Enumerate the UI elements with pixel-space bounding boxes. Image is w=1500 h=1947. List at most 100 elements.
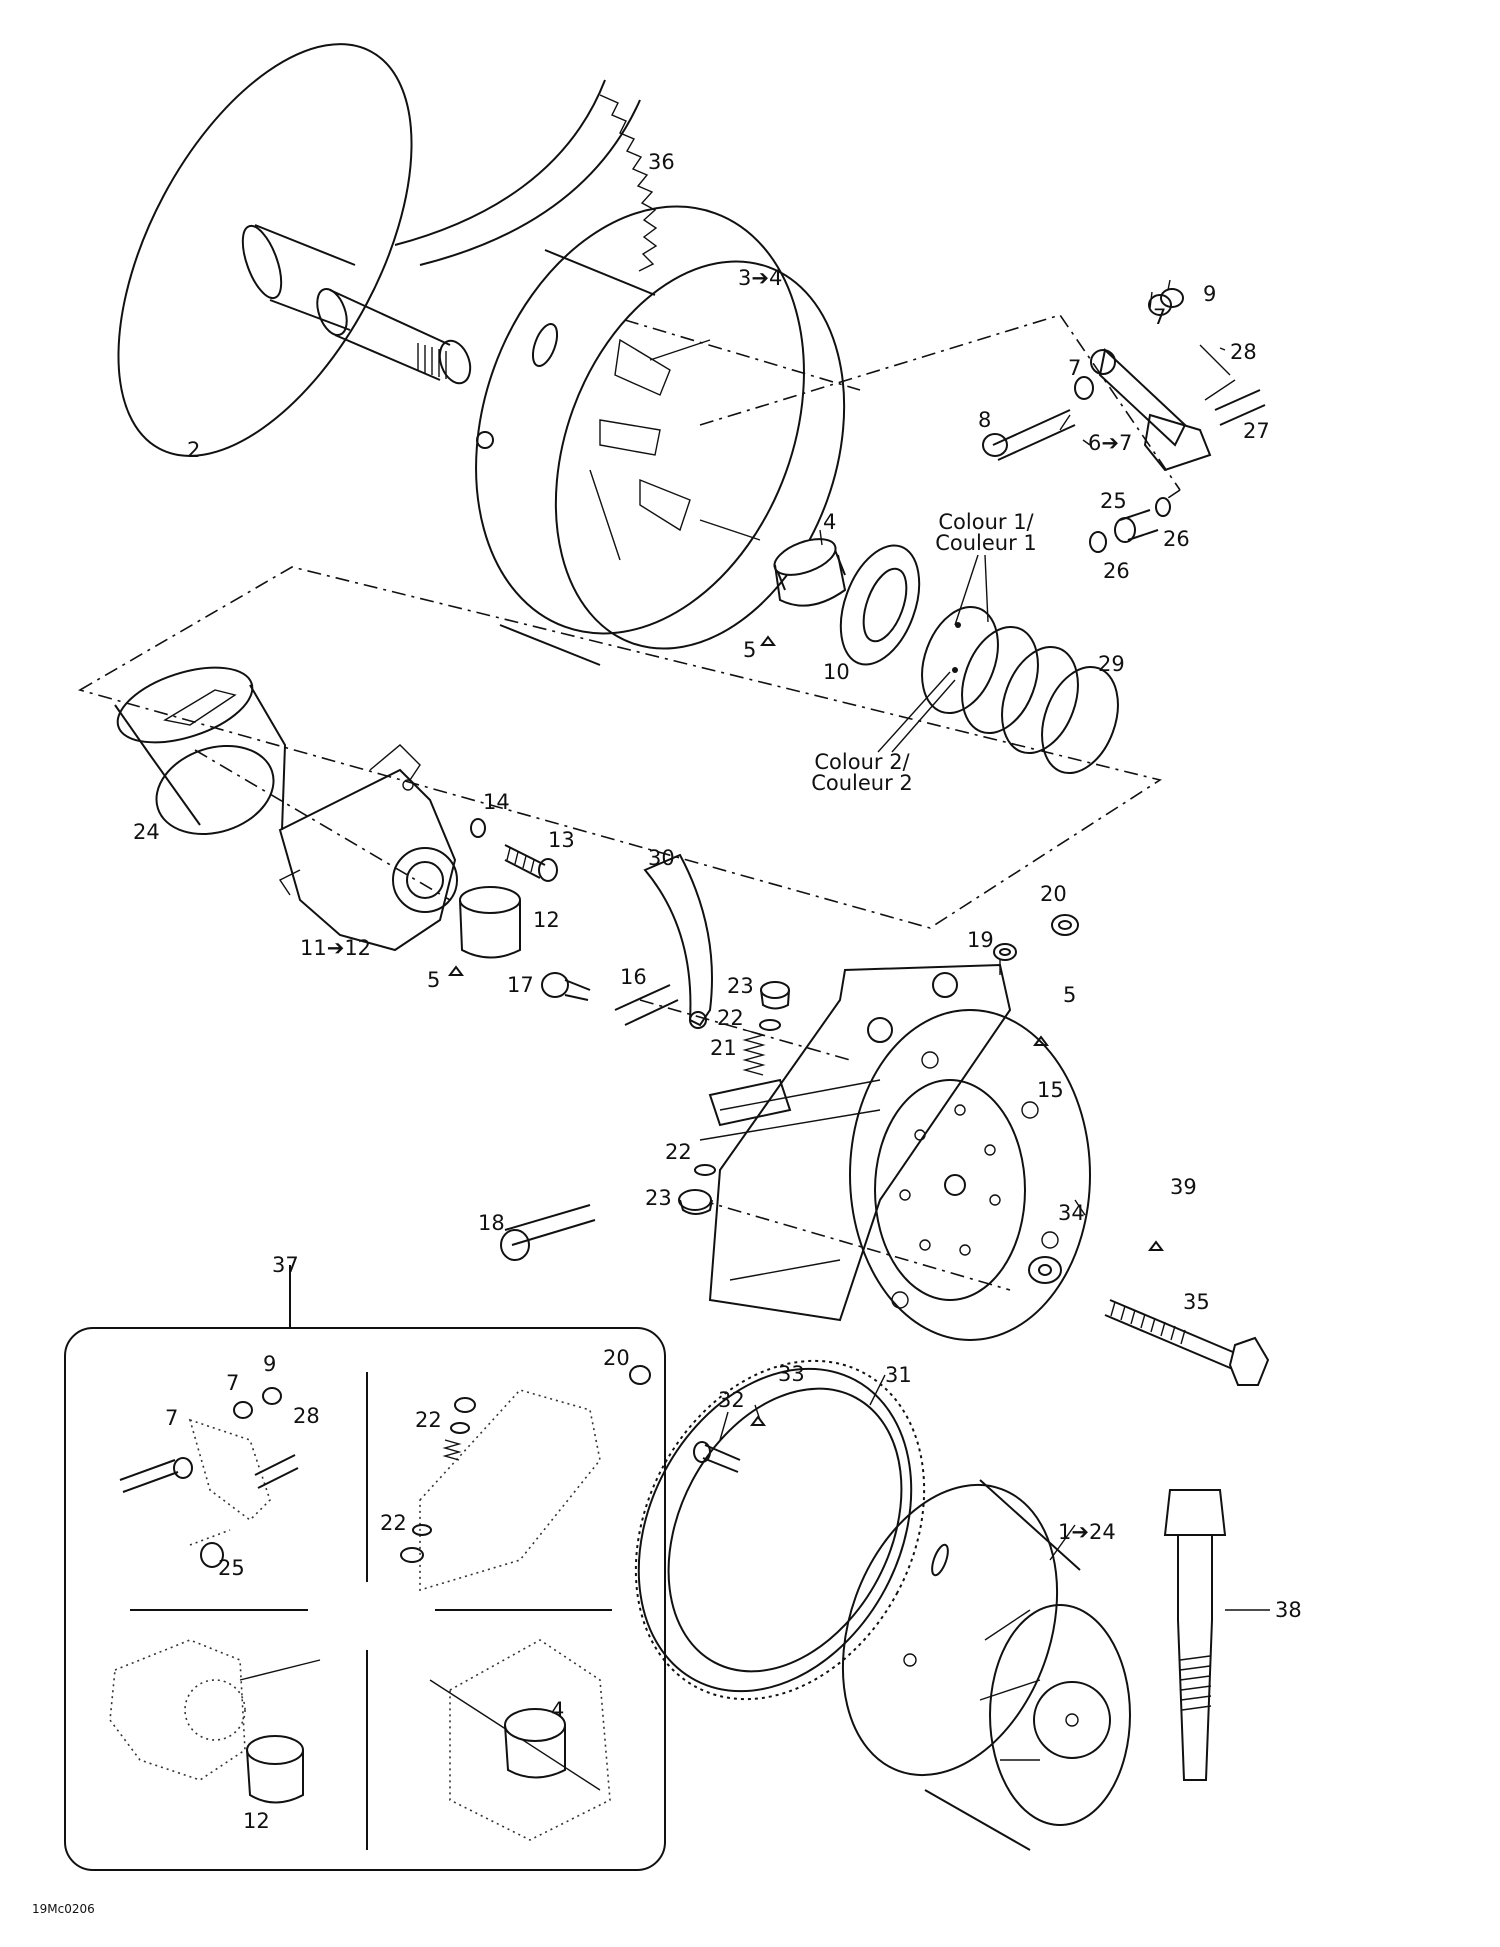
label-part-12: 12 [533, 908, 560, 932]
pin-16 [614, 984, 679, 1026]
sleeve-24 [114, 666, 287, 836]
inset-label-7b: 7 [165, 1406, 179, 1430]
inset-label-9: 9 [263, 1352, 277, 1376]
clip-33 [750, 1415, 766, 1426]
drive-belt-36 [394, 79, 658, 272]
movable-sheave-3 [475, 205, 846, 666]
inset-label-20: 20 [603, 1346, 630, 1370]
label-part-38: 38 [1275, 1598, 1302, 1622]
label-part-4: 4 [823, 510, 837, 534]
label-part-22b: 22 [665, 1140, 692, 1164]
label-part-23a: 23 [727, 974, 754, 998]
label-part-25: 25 [1100, 489, 1127, 513]
label-colour-2: Colour 2/ Couleur 2 [811, 752, 913, 794]
label-part-2: 2 [187, 438, 201, 462]
label-part-3-4: 3➔4 [738, 266, 783, 290]
label-part-26a: 26 [1163, 527, 1190, 551]
o-ring-22b [694, 1164, 716, 1176]
washer-14 [470, 818, 486, 838]
colour-pointer-lines [877, 554, 989, 753]
label-part-7a: 7 [1153, 305, 1167, 329]
label-part-13: 13 [548, 828, 575, 852]
assembly-outline-upper [624, 314, 1181, 491]
label-part-39: 39 [1170, 1175, 1197, 1199]
label-part-5b: 5 [427, 968, 441, 992]
o-ring-22a [759, 1019, 781, 1031]
grease-fitting-5c [1033, 1035, 1049, 1046]
inset-label-28: 28 [293, 1404, 320, 1428]
grease-fitting-5b [448, 965, 464, 976]
washer-10 [839, 544, 921, 666]
bolt-35 [1104, 1299, 1270, 1386]
drive-pulley-1 [841, 1479, 1131, 1851]
cap-23a [760, 981, 790, 1010]
label-colour-1-line2: Couleur 1 [935, 531, 1037, 555]
leader-lines [289, 279, 1270, 1611]
label-part-32: 32 [718, 1388, 745, 1412]
tool-38 [1163, 1489, 1227, 1781]
screw-32 [693, 1441, 741, 1473]
washer-19 [993, 943, 1017, 961]
assembly-outline-main [77, 566, 1162, 929]
spring-21 [742, 1029, 766, 1076]
bushing-12 [459, 886, 521, 959]
inset-label-12: 12 [243, 1809, 270, 1833]
cap-23b [678, 1189, 713, 1215]
label-part-16: 16 [620, 965, 647, 989]
spider-11 [278, 744, 458, 952]
nut-20 [1051, 914, 1079, 936]
label-part-5a: 5 [743, 638, 757, 662]
inset-label-25: 25 [218, 1556, 245, 1580]
label-part-5c: 5 [1063, 983, 1077, 1007]
label-part-36: 36 [648, 150, 675, 174]
label-part-11-12: 11➔12 [300, 936, 372, 960]
label-part-18: 18 [478, 1211, 505, 1235]
washer-34 [1028, 1256, 1062, 1284]
roller-arm-30 [643, 853, 713, 1029]
ring-gear-31 [634, 1359, 926, 1701]
label-part-8: 8 [978, 408, 992, 432]
label-part-9: 9 [1203, 282, 1217, 306]
label-part-28: 28 [1230, 340, 1257, 364]
bolt-17 [541, 972, 591, 1001]
label-part-27: 27 [1243, 419, 1270, 443]
label-colour-1-line1: Colour 1/ [938, 510, 1034, 534]
label-part-6-7: 6➔7 [1088, 431, 1133, 455]
lever-assembly [982, 288, 1266, 553]
label-part-33: 33 [778, 1362, 805, 1386]
label-part-17: 17 [507, 973, 534, 997]
kit-37-box [64, 1265, 666, 1871]
label-part-35: 35 [1183, 1290, 1210, 1314]
label-part-20: 20 [1040, 882, 1067, 906]
bolt-18 [500, 1204, 596, 1261]
bolt-13 [504, 844, 558, 882]
inset-plunger-parts [400, 1365, 651, 1592]
label-colour-1: Colour 1/ Couleur 1 [935, 512, 1037, 554]
label-part-37: 37 [272, 1253, 299, 1277]
label-colour-2-line1: Colour 2/ [814, 750, 910, 774]
inset-spider-bushing [109, 1639, 321, 1804]
inset-label-22a: 22 [415, 1408, 442, 1432]
label-part-23b: 23 [645, 1186, 672, 1210]
inset-label-7a: 7 [226, 1371, 240, 1395]
inset-label-4: 4 [551, 1698, 565, 1722]
label-part-30: 30 [648, 846, 675, 870]
spring-29 [921, 605, 1119, 775]
label-part-14: 14 [483, 790, 510, 814]
label-colour-2-line2: Couleur 2 [811, 771, 913, 795]
label-part-7b: 7 [1068, 356, 1082, 380]
label-part-31: 31 [885, 1363, 912, 1387]
clip-39 [1148, 1240, 1164, 1251]
label-part-15: 15 [1037, 1078, 1064, 1102]
label-part-26b: 26 [1103, 559, 1130, 583]
label-part-24: 24 [133, 820, 160, 844]
hub-15 [699, 963, 1091, 1341]
label-part-21: 21 [710, 1036, 737, 1060]
label-part-29: 29 [1098, 652, 1125, 676]
label-part-34: 34 [1058, 1201, 1085, 1225]
fixed-sheave-2 [117, 43, 472, 457]
inset-housing-bushing [429, 1639, 611, 1841]
reference-code: 19Mc0206 [32, 1902, 95, 1916]
grease-fitting-5a [760, 635, 776, 646]
